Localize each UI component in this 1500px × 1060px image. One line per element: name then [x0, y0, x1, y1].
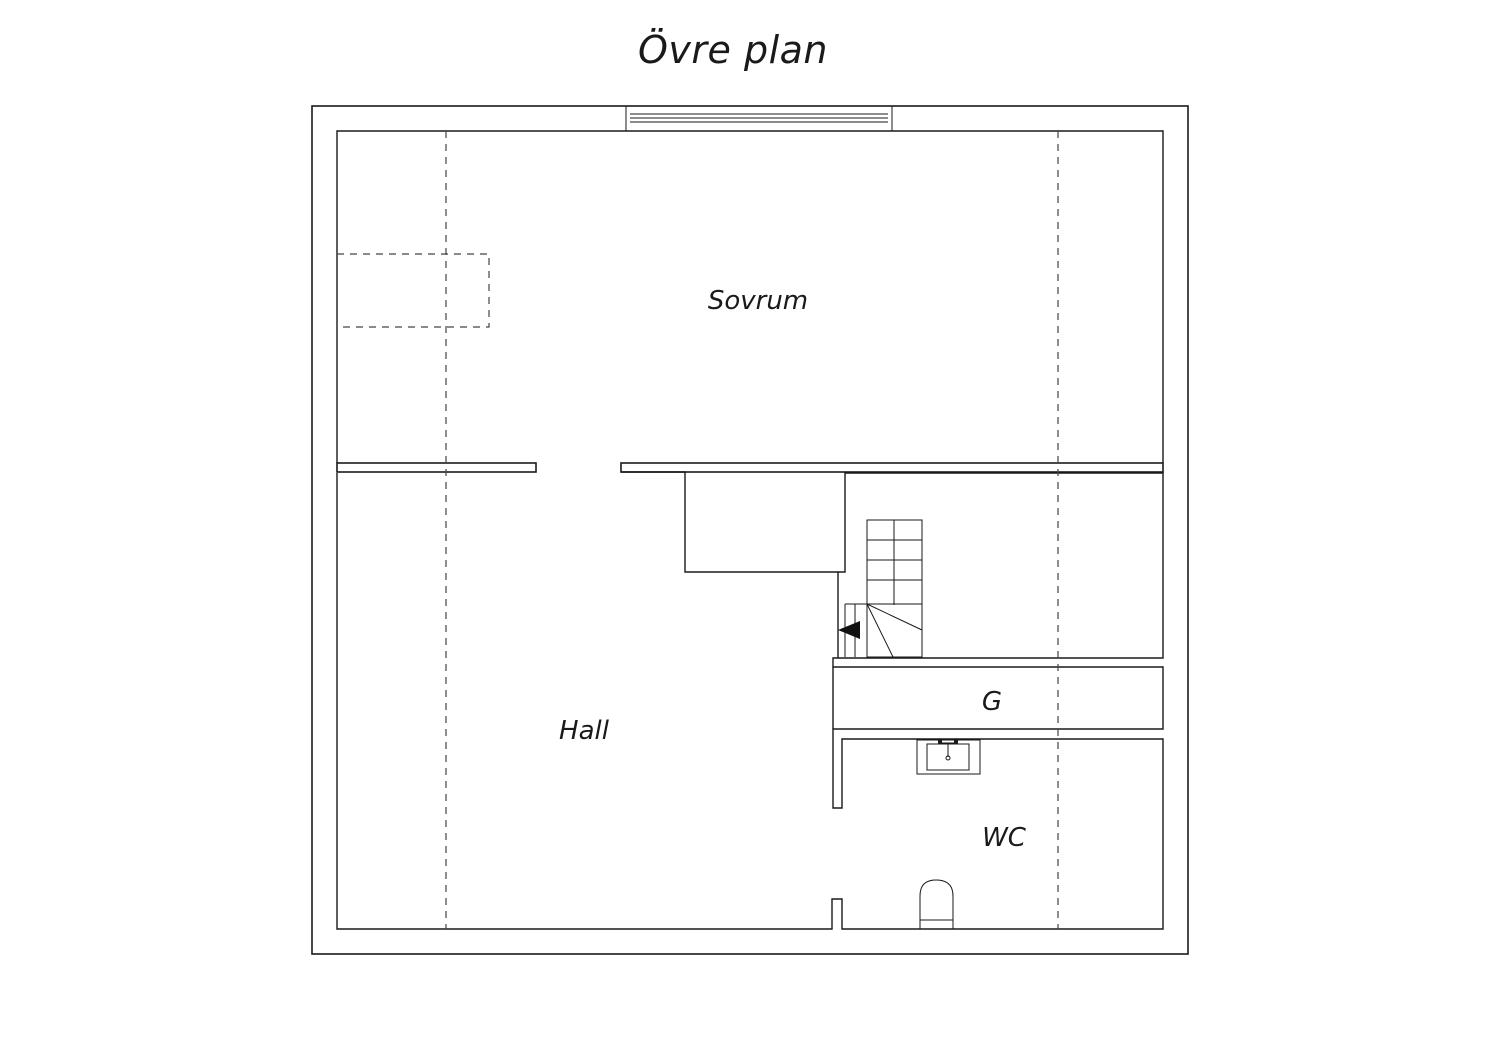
room-label-g: G [982, 687, 1002, 717]
shaft-block [621, 471, 839, 658]
skylight-outline [337, 253, 490, 328]
hall-room-outline [336, 472, 1164, 930]
plan-title: Övre plan [637, 28, 829, 72]
sovrum-room-outline [336, 130, 1164, 463]
room-label-hall: Hall [559, 716, 610, 746]
room-label-wc: WC [982, 823, 1027, 853]
washbasin [916, 739, 981, 775]
stair-direction-arrow [838, 621, 860, 639]
outer-wall-outline [311, 105, 1189, 955]
toilet [919, 879, 954, 929]
staircase [838, 519, 923, 658]
partition-wall [336, 462, 1164, 473]
room-label-sovrum: Sovrum [708, 286, 808, 316]
